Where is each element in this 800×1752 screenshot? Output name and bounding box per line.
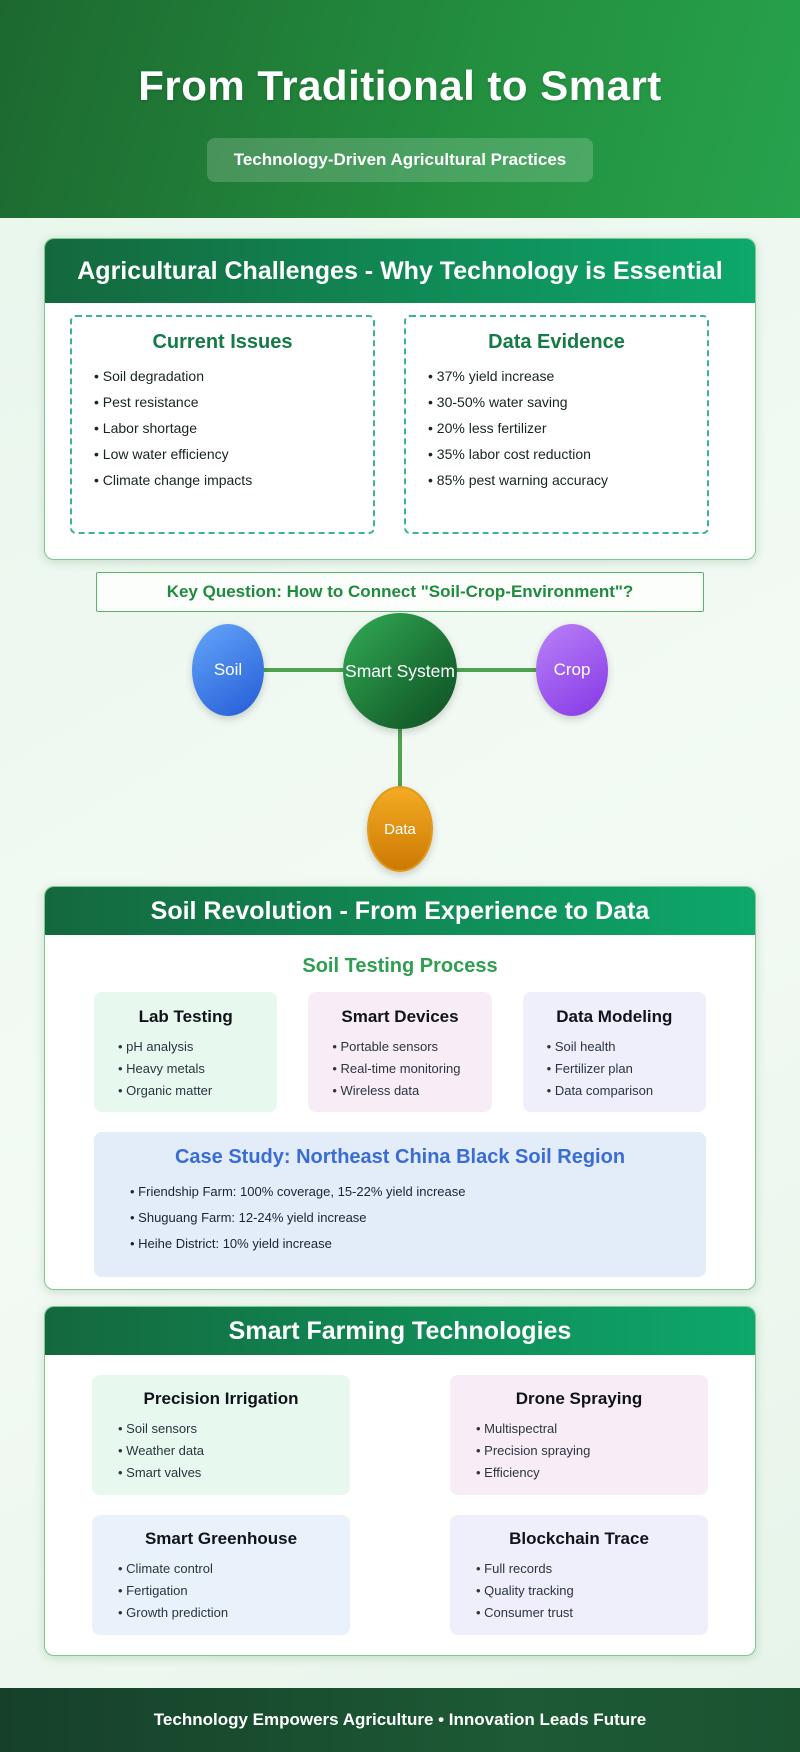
card-title: Data Modeling <box>556 1007 673 1026</box>
list-item: Soil degradation <box>94 368 373 384</box>
soil-testing-process-subtitle: Soil Testing Process <box>302 955 498 977</box>
list-item: 20% less fertilizer <box>428 420 707 436</box>
list-item: Shuguang Farm: 12-24% yield increase <box>130 1205 670 1231</box>
footer-banner: Technology Empowers Agriculture • Innova… <box>0 1688 800 1752</box>
list-item: Fertigation <box>118 1583 350 1598</box>
list-item: Labor shortage <box>94 420 373 436</box>
section-challenges: Agricultural Challenges - Why Technology… <box>44 238 756 560</box>
page-subtitle-badge: Technology-Driven Agricultural Practices <box>206 138 594 182</box>
card-title: Blockchain Trace <box>509 1529 649 1548</box>
soil-testing-cards-row: Lab Testing pH analysis Heavy metals Org… <box>94 992 706 1112</box>
list-item: Multispectral <box>476 1421 708 1436</box>
card-list: pH analysis Heavy metals Organic matter <box>94 1039 277 1098</box>
case-study-box: Case Study: Northeast China Black Soil R… <box>94 1132 706 1277</box>
card-list: Portable sensors Real-time monitoring Wi… <box>308 1039 491 1098</box>
list-item: Precision spraying <box>476 1443 708 1458</box>
list-item: Wireless data <box>332 1083 491 1098</box>
section-smart-farming: Smart Farming Technologies Precision Irr… <box>44 1306 756 1656</box>
soil-crop-environment-diagram: Soil Smart System Crop Data <box>0 612 800 876</box>
smart-greenhouse-card: Smart Greenhouse Climate control Fertiga… <box>92 1515 350 1635</box>
card-title: Lab Testing <box>138 1007 233 1026</box>
current-issues-box: Current Issues Soil degradation Pest res… <box>70 315 375 534</box>
section-challenges-body: Current Issues Soil degradation Pest res… <box>45 303 755 559</box>
diagram-node-crop: Crop <box>536 624 608 716</box>
connector-line-left <box>264 668 343 672</box>
list-item: Quality tracking <box>476 1583 708 1598</box>
smart-devices-card: Smart Devices Portable sensors Real-time… <box>308 992 492 1112</box>
list-item: Full records <box>476 1561 708 1576</box>
blockchain-trace-card: Blockchain Trace Full records Quality tr… <box>450 1515 708 1635</box>
section-smart-farming-title: Smart Farming Technologies <box>45 1307 755 1355</box>
list-item: Smart valves <box>118 1465 350 1480</box>
list-item: Organic matter <box>118 1083 277 1098</box>
section-soil-revolution-title: Soil Revolution - From Experience to Dat… <box>45 887 755 935</box>
page-title: From Traditional to Smart <box>138 62 662 109</box>
data-evidence-box: Data Evidence 37% yield increase 30-50% … <box>404 315 709 534</box>
list-item: 30-50% water saving <box>428 394 707 410</box>
card-list: Full records Quality tracking Consumer t… <box>450 1561 708 1620</box>
key-question-box: Key Question: How to Connect "Soil-Crop-… <box>96 572 704 612</box>
card-title: Smart Greenhouse <box>144 1529 298 1548</box>
card-list: Soil sensors Weather data Smart valves <box>92 1421 350 1480</box>
card-list: Multispectral Precision spraying Efficie… <box>450 1421 708 1480</box>
list-item: Climate control <box>118 1561 350 1576</box>
list-item: Efficiency <box>476 1465 708 1480</box>
header-banner: From Traditional to Smart Technology-Dri… <box>0 0 800 218</box>
current-issues-list: Soil degradation Pest resistance Labor s… <box>72 368 373 488</box>
list-item: Pest resistance <box>94 394 373 410</box>
connector-line-down <box>398 729 402 786</box>
list-item: Data comparison <box>547 1083 706 1098</box>
section-challenges-title: Agricultural Challenges - Why Technology… <box>45 239 755 303</box>
lab-testing-card: Lab Testing pH analysis Heavy metals Org… <box>94 992 278 1112</box>
case-study-title: Case Study: Northeast China Black Soil R… <box>174 1146 626 1168</box>
connector-line-right <box>457 668 536 672</box>
list-item: Heihe District: 10% yield increase <box>130 1231 670 1257</box>
list-item: Climate change impacts <box>94 472 373 488</box>
drone-spraying-card: Drone Spraying Multispectral Precision s… <box>450 1375 708 1495</box>
data-modeling-card: Data Modeling Soil health Fertilizer pla… <box>522 992 706 1112</box>
list-item: 37% yield increase <box>428 368 707 384</box>
list-item: Friendship Farm: 100% coverage, 15-22% y… <box>130 1179 670 1205</box>
list-item: Growth prediction <box>118 1605 350 1620</box>
current-issues-title: Current Issues <box>152 331 293 353</box>
list-item: Portable sensors <box>332 1039 491 1054</box>
list-item: Consumer trust <box>476 1605 708 1620</box>
list-item: Low water efficiency <box>94 446 373 462</box>
card-title: Drone Spraying <box>515 1389 643 1408</box>
section-soil-revolution-body: Soil Testing Process Lab Testing pH anal… <box>45 935 755 1289</box>
list-item: Soil sensors <box>118 1421 350 1436</box>
case-study-list: Friendship Farm: 100% coverage, 15-22% y… <box>130 1179 670 1257</box>
section-soil-revolution: Soil Revolution - From Experience to Dat… <box>44 886 756 1290</box>
precision-irrigation-card: Precision Irrigation Soil sensors Weathe… <box>92 1375 350 1495</box>
card-list: Soil health Fertilizer plan Data compari… <box>523 1039 706 1098</box>
list-item: pH analysis <box>118 1039 277 1054</box>
card-title: Smart Devices <box>341 1007 459 1026</box>
list-item: Fertilizer plan <box>547 1061 706 1076</box>
diagram-node-soil: Soil <box>192 624 264 716</box>
list-item: Weather data <box>118 1443 350 1458</box>
diagram-node-smart-system: Smart System <box>343 613 457 729</box>
list-item: Soil health <box>547 1039 706 1054</box>
diagram-node-data: Data <box>367 786 433 872</box>
card-list: Climate control Fertigation Growth predi… <box>92 1561 350 1620</box>
list-item: Heavy metals <box>118 1061 277 1076</box>
data-evidence-title: Data Evidence <box>488 331 625 353</box>
section-smart-farming-body: Precision Irrigation Soil sensors Weathe… <box>45 1355 755 1655</box>
list-item: 35% labor cost reduction <box>428 446 707 462</box>
list-item: Real-time monitoring <box>332 1061 491 1076</box>
card-title: Precision Irrigation <box>143 1389 299 1408</box>
data-evidence-list: 37% yield increase 30-50% water saving 2… <box>406 368 707 488</box>
list-item: 85% pest warning accuracy <box>428 472 707 488</box>
